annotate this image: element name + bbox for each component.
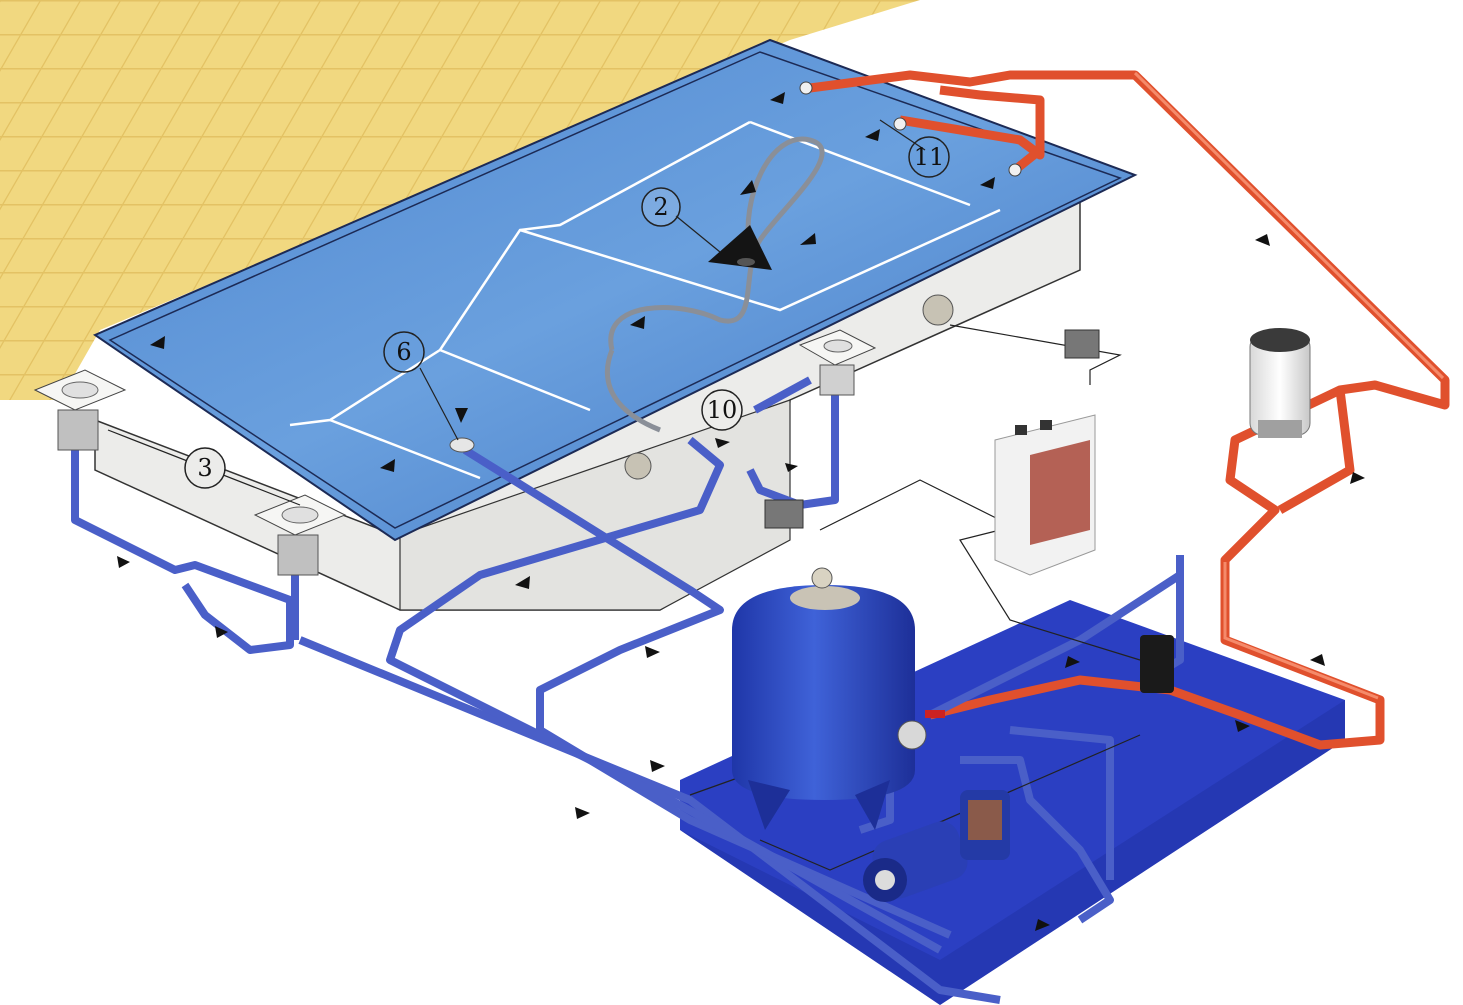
flow-arrows	[117, 92, 1365, 931]
callout-2: 2	[641, 187, 681, 227]
main-drain	[449, 437, 475, 453]
tiled-deck	[0, 0, 920, 400]
callout-3: 3	[184, 447, 226, 489]
pool-inner-edge	[108, 51, 1122, 529]
callout-10: 10	[701, 389, 743, 431]
wall-light	[922, 294, 954, 326]
pool-cleaner	[604, 136, 825, 433]
equipment-floor	[680, 600, 1345, 1005]
chlorinator	[1140, 635, 1174, 693]
junction-box-upper	[1064, 329, 1100, 359]
svg-text:11: 11	[914, 143, 945, 171]
svg-text:3: 3	[197, 454, 212, 482]
pool-floor-lines	[289, 120, 1001, 480]
svg-text:6: 6	[396, 338, 411, 366]
control-panel	[994, 414, 1096, 576]
pump	[863, 790, 1010, 902]
junction-box-lower	[764, 499, 804, 529]
wall-inlet	[624, 452, 652, 480]
svg-text:2: 2	[653, 193, 668, 221]
skimmer-right	[253, 494, 347, 576]
multiport-valve	[897, 710, 945, 750]
pool-basin	[92, 38, 1138, 542]
return-jets	[799, 81, 1022, 177]
callout-6: 6	[383, 331, 425, 373]
skimmer-left	[33, 369, 127, 451]
sand-filter	[732, 567, 915, 830]
return-piping-highlight	[1133, 71, 1445, 700]
skimmer-side	[798, 329, 877, 396]
callout-11: 11	[908, 136, 950, 178]
heater	[1249, 328, 1311, 438]
svg-text:10: 10	[707, 396, 738, 424]
equipment-floor-shadow	[680, 700, 1345, 1005]
